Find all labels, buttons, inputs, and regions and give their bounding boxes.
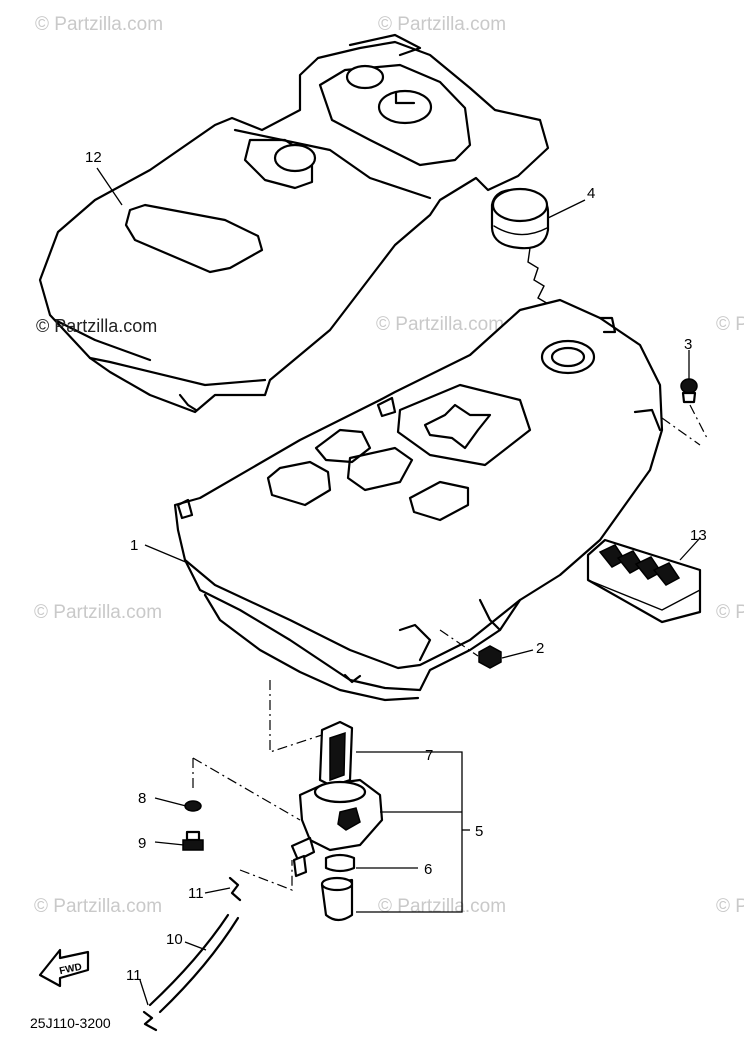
- callout-12: 12: [85, 149, 102, 166]
- fwd-label: FWD: [58, 962, 83, 977]
- part-12-tank-cover[interactable]: [38, 33, 550, 414]
- callout-7: 7: [425, 747, 433, 764]
- callout-11: 11: [126, 967, 142, 984]
- callout-10: 10: [166, 931, 183, 948]
- diagram-code: 25J110-3200: [30, 1015, 111, 1031]
- leader-lines: [96, 167, 701, 1006]
- callout-5: 5: [475, 823, 483, 840]
- part-3-grommet[interactable]: [661, 378, 709, 446]
- watermark-main: © Partzilla.com: [36, 316, 157, 336]
- callout-6: 6: [424, 861, 432, 878]
- part-10-fuel-hose[interactable]: [148, 913, 240, 1014]
- watermark: © Partzilla.com: [716, 896, 744, 917]
- part-13-damper[interactable]: [586, 538, 702, 624]
- part-1-fuel-tank[interactable]: [173, 298, 664, 702]
- callout-1: 1: [130, 537, 138, 554]
- callout-13: 13: [690, 527, 707, 544]
- watermark: © Partzilla.com: [35, 14, 163, 35]
- watermark: © Partzilla.com: [34, 602, 162, 623]
- callout-9: 9: [138, 835, 146, 852]
- part-4-fuel-cap[interactable]: [490, 187, 573, 331]
- callout-2: 2: [536, 640, 544, 657]
- watermark: © Partzilla.com: [716, 314, 744, 335]
- callout-labels: 12 4 3 13 1 2 7 5 6 8 9 11 10 11: [85, 149, 707, 984]
- callout-11: 11: [188, 885, 204, 902]
- part-2-nut[interactable]: [439, 629, 502, 669]
- callout-4: 4: [587, 185, 595, 202]
- callout-8: 8: [138, 790, 146, 807]
- watermark: © Partzilla.com: [376, 314, 504, 335]
- part-5-fuel-cock[interactable]: [290, 720, 384, 922]
- part-8-washer[interactable]: [184, 800, 202, 812]
- fwd-arrow-icon: FWD: [38, 948, 90, 988]
- callout-3: 3: [684, 336, 692, 353]
- watermark: © Partzilla.com: [378, 14, 506, 35]
- part-11-hose-clip[interactable]: [142, 876, 242, 1032]
- part-9-screw[interactable]: [182, 830, 204, 851]
- watermark: © Partzilla.com: [716, 602, 744, 623]
- watermark: © Partzilla.com: [378, 896, 506, 917]
- watermark: © Partzilla.com: [34, 896, 162, 917]
